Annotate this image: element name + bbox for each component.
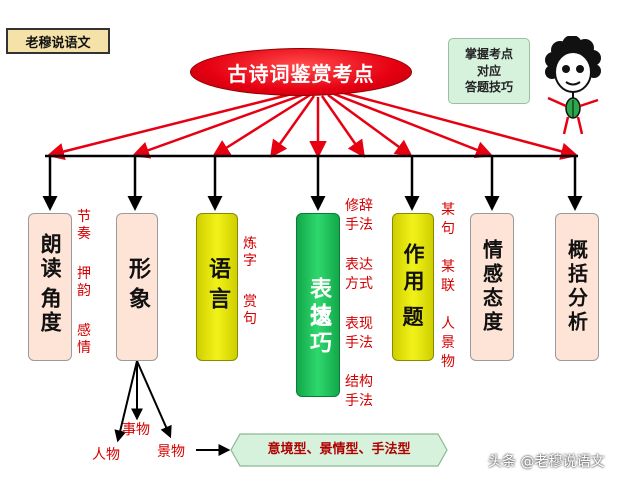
category-biaoda-line1: 表达: [306, 277, 331, 333]
category-zuoyong: 作用 题: [392, 213, 434, 361]
category-yuyan: 语言: [196, 213, 238, 361]
note-yuyan-1: 炼字: [243, 236, 257, 269]
category-gaikuo: 概括 分析: [555, 213, 599, 361]
category-qinggan: 情感 态度: [470, 213, 514, 361]
category-langdu-line1: 朗读: [38, 232, 63, 281]
note-zuoyong-1: 某句: [441, 202, 455, 237]
note-langdu-1: 节奏: [77, 209, 91, 242]
category-langdu: 朗读 角度: [28, 213, 72, 361]
note-langdu-3: 感情: [77, 323, 91, 356]
category-langdu-line2: 角度: [38, 287, 63, 335]
category-biaoda-line2-wrap: 技巧: [296, 303, 340, 363]
category-zuoyong-line2: 题: [402, 305, 424, 329]
category-yuyan-label: 语言: [205, 257, 230, 317]
note-biaoda-4: 结构手法: [345, 374, 373, 409]
tip-line-2: 对应: [476, 63, 501, 78]
note-zuoyong-3: 人景物: [441, 316, 455, 370]
note-xingxiang-jingwu: 景物: [157, 444, 185, 460]
category-gaikuo-line1: 概括: [564, 239, 589, 287]
cartoon-teacher-icon: [545, 36, 601, 135]
result-box: [230, 433, 448, 467]
note-xingxiang-renwu: 人物: [92, 447, 120, 463]
category-xingxiang: 形象: [116, 213, 158, 361]
category-xingxiang-label: 形象: [125, 257, 150, 317]
title-red-arrows: [46, 90, 579, 161]
note-yuyan-2: 赏句: [243, 294, 257, 327]
category-zuoyong-line1: 作用: [401, 243, 425, 297]
category-qinggan-line2: 态度: [479, 287, 504, 335]
note-langdu-2: 押韵: [77, 266, 91, 299]
note-biaoda-3: 表现手法: [345, 316, 373, 351]
down-arrows: [42, 156, 583, 211]
category-biaoda-line2: 技巧: [306, 303, 331, 359]
brand-badge-label: 老穆说语文: [25, 35, 91, 51]
tip-line-1: 掌握考点: [464, 46, 513, 61]
category-gaikuo-line2: 分析: [564, 287, 589, 335]
xingxiang-branches: [114, 360, 231, 456]
note-zuoyong-2: 某联: [441, 259, 455, 294]
page-title: 古诗词鉴赏考点: [227, 61, 375, 86]
result-label: 意境型、景情型、手法型: [267, 442, 411, 457]
category-qinggan-line1: 情感: [479, 239, 504, 287]
note-xingxiang-shiwu: 事物: [122, 422, 150, 438]
tip-box: 掌握考点 对应 答题技巧: [448, 38, 530, 104]
brand-badge: 老穆说语文: [6, 28, 110, 54]
title-ellipse: 古诗词鉴赏考点: [190, 48, 412, 96]
category-biaoda: 表达: [296, 213, 340, 397]
watermark: 头条 @老穆说语文: [488, 454, 605, 470]
tip-line-3: 答题技巧: [464, 80, 513, 95]
note-biaoda-1: 修辞手法: [345, 198, 373, 233]
note-biaoda-2: 表达方式: [345, 257, 373, 292]
